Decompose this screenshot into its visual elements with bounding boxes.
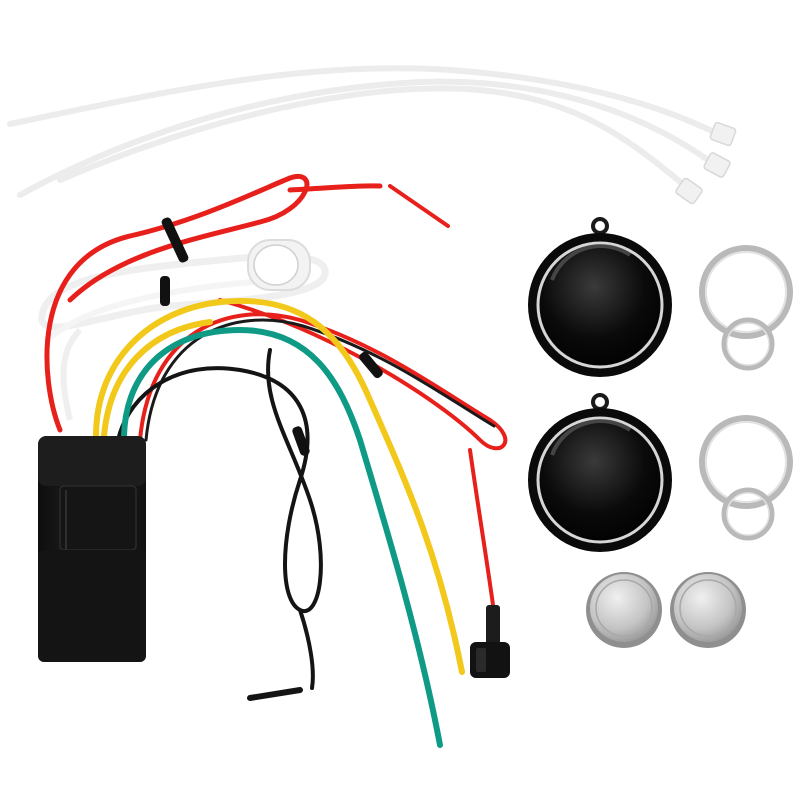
- coin-cell-battery: [670, 572, 746, 648]
- split-key-ring: [699, 245, 793, 371]
- black-remote-fob: [528, 217, 672, 377]
- black-wires: [116, 348, 323, 701]
- yellow-wire: [93, 297, 465, 675]
- red-wire-loop: [44, 174, 450, 433]
- red-black-twisted-pair: [138, 298, 508, 622]
- split-key-ring: [699, 415, 793, 541]
- black-buzzer-plug: [470, 605, 510, 678]
- green-wire: [121, 326, 443, 748]
- coin-cell-battery: [586, 572, 662, 648]
- black-remote-fob: [528, 393, 672, 552]
- white-cable-ties: [7, 65, 737, 205]
- black-control-module: [38, 436, 146, 662]
- white-antenna-tag: [38, 239, 329, 421]
- wire-zip-ties: [160, 217, 383, 456]
